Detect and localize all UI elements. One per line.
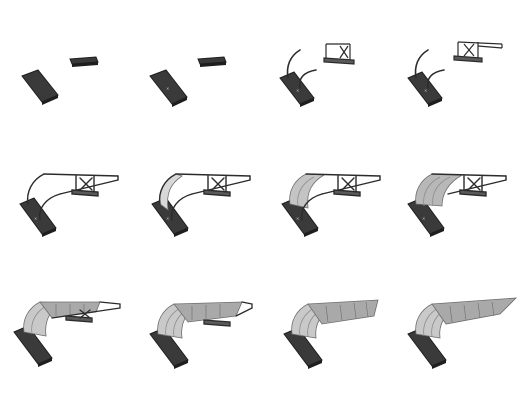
plate-mark: ✕ xyxy=(424,88,427,93)
panel-step-5: ✕ xyxy=(0,136,132,271)
step-7-drawing: ✕ xyxy=(281,173,381,237)
plate-mark: ✕ xyxy=(296,216,299,221)
plate-mark: ✕ xyxy=(166,86,169,91)
roof-panel-1 xyxy=(39,301,101,319)
panel-step-12 xyxy=(396,272,528,407)
assembled-frame xyxy=(158,173,251,221)
assembled-frame xyxy=(431,173,507,197)
plate-mark: ✕ xyxy=(34,216,37,221)
base-plate: ✕ xyxy=(407,71,443,107)
panel-step-9 xyxy=(0,272,132,407)
step-11-drawing xyxy=(283,299,379,369)
rear-bracket xyxy=(323,43,355,65)
rear-bracket xyxy=(453,41,503,63)
panel-step-4: ✕ xyxy=(396,0,528,135)
base-plate: ✕ xyxy=(149,69,188,107)
step-5-drawing: ✕ xyxy=(19,173,119,237)
plate-mark: ✕ xyxy=(166,216,169,221)
roof-panel-3 xyxy=(307,299,379,325)
step-2-drawing: ✕ xyxy=(149,56,227,107)
panel-step-2: ✕ xyxy=(132,0,264,135)
plate-mark: ✕ xyxy=(422,216,425,221)
panel-step-1 xyxy=(0,0,132,135)
panel-step-11 xyxy=(264,272,396,407)
roof-panel-full xyxy=(431,297,518,325)
panel-step-3: ✕ xyxy=(264,0,396,135)
step-8-drawing: ✕ xyxy=(407,173,507,237)
step-4-drawing: ✕ xyxy=(407,41,503,107)
step-1-drawing xyxy=(21,56,99,105)
base-plate: ✕ xyxy=(151,197,189,237)
assembled-frame xyxy=(26,173,119,221)
curved-posts xyxy=(286,49,317,89)
curved-panel-3 xyxy=(415,173,464,207)
plate-mark: ✕ xyxy=(296,88,299,93)
panel-step-6: ✕ xyxy=(132,136,264,271)
panel-step-8: ✕ xyxy=(396,136,528,271)
step-9-drawing xyxy=(13,301,121,367)
step-3-drawing: ✕ xyxy=(279,43,355,107)
assembled-frame xyxy=(301,173,381,221)
panel-step-7: ✕ xyxy=(264,136,396,271)
panel-step-10 xyxy=(132,272,264,407)
base-plate xyxy=(21,69,59,105)
curved-posts xyxy=(414,49,445,89)
assembled-frame xyxy=(203,301,253,327)
roof-beam xyxy=(197,56,227,67)
assembled-frame xyxy=(51,301,121,323)
step-12-drawing xyxy=(407,297,518,369)
base-plate: ✕ xyxy=(279,71,315,107)
step-10-drawing xyxy=(149,301,253,369)
roof-beam xyxy=(69,56,99,67)
base-plate: ✕ xyxy=(19,197,57,237)
step-6-drawing: ✕ xyxy=(151,173,251,237)
